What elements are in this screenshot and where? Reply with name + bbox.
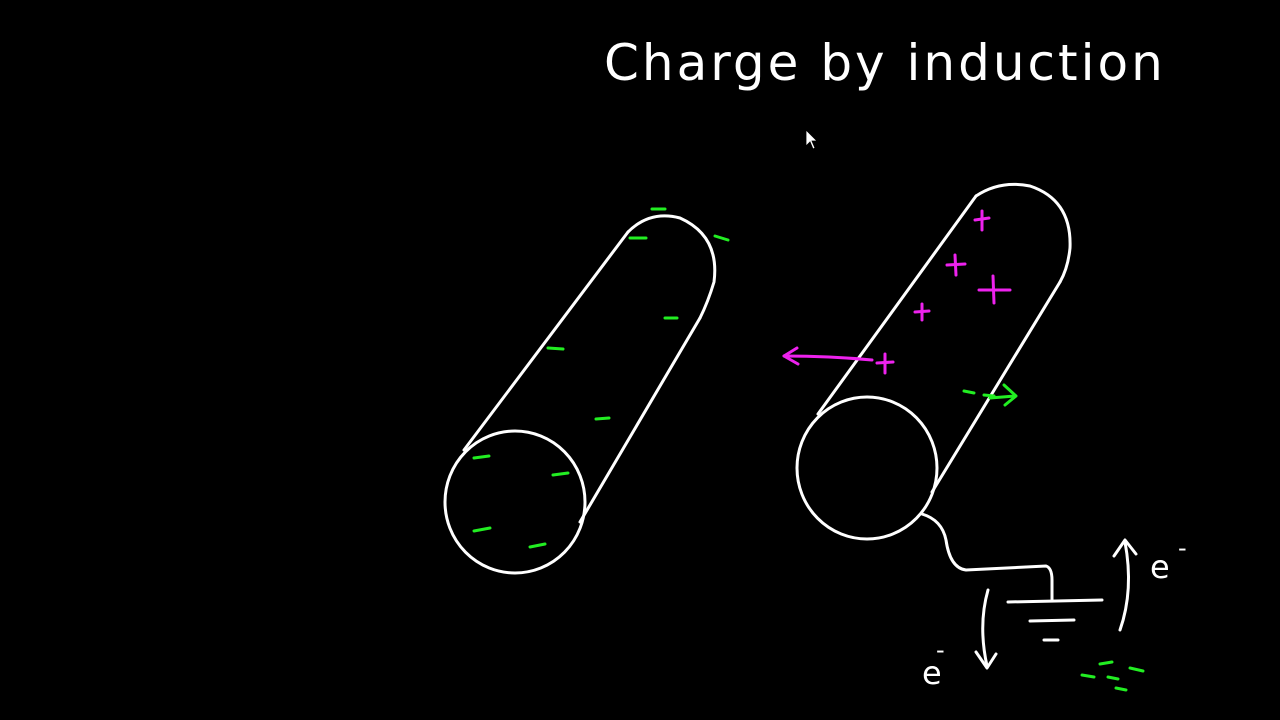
negative-shift-arrow bbox=[962, 383, 1018, 407]
ground-wire bbox=[920, 512, 1054, 602]
negative-charge bbox=[472, 526, 492, 533]
ground-symbol-icon bbox=[1006, 598, 1104, 642]
diagram-title: Charge by induction bbox=[604, 34, 1166, 92]
left-rod-end-face bbox=[443, 429, 587, 575]
negative-charge bbox=[713, 234, 730, 242]
arrow-shaft bbox=[1118, 540, 1131, 632]
right-rod-top-cap bbox=[974, 182, 1072, 284]
positive-charge bbox=[875, 352, 895, 375]
positive-charge bbox=[913, 302, 931, 322]
electron-down-superscript: - bbox=[936, 636, 945, 664]
arrow-head-icon bbox=[974, 650, 998, 670]
arrow-head-icon bbox=[782, 346, 800, 366]
negative-charge bbox=[594, 416, 611, 421]
negative-charge bbox=[982, 393, 996, 398]
left-rod-negative-charges bbox=[472, 207, 730, 549]
negative-charge bbox=[962, 389, 976, 395]
ground-line-middle bbox=[1028, 618, 1076, 623]
negative-charge bbox=[1114, 686, 1128, 692]
negative-charge bbox=[1080, 673, 1096, 679]
positive-charge bbox=[977, 274, 1012, 305]
electron-up-label: e bbox=[1150, 548, 1170, 586]
mouse-pointer-icon bbox=[805, 129, 818, 150]
electron-down-arrow bbox=[974, 588, 998, 670]
ground-line-top bbox=[1006, 598, 1104, 604]
negative-charge bbox=[472, 454, 491, 460]
electron-down-label: e bbox=[922, 654, 942, 692]
left-rod-outline-left bbox=[462, 230, 630, 452]
ground-electrons bbox=[1080, 660, 1145, 692]
right-rod-end-face bbox=[795, 395, 939, 541]
negative-charge bbox=[1128, 666, 1145, 673]
left-rod-top-cap bbox=[626, 214, 717, 320]
negative-charge bbox=[546, 346, 565, 351]
negative-charge bbox=[1106, 675, 1120, 681]
right-rod-outline-right bbox=[930, 280, 1062, 494]
negative-charge bbox=[528, 542, 547, 549]
arrow-shaft bbox=[981, 588, 990, 668]
electron-up-superscript: - bbox=[1178, 534, 1187, 562]
negative-charge bbox=[551, 471, 570, 477]
right-rod bbox=[795, 182, 1072, 541]
positive-charge bbox=[973, 209, 991, 232]
right-rod-positive-charges bbox=[875, 209, 1012, 375]
arrow-head-icon bbox=[1112, 538, 1138, 558]
arrow-shaft bbox=[988, 394, 1017, 400]
arrow-shaft bbox=[782, 354, 874, 362]
electron-up-arrow bbox=[1112, 538, 1138, 632]
positive-charge bbox=[945, 253, 967, 277]
arrow-head-icon bbox=[1002, 383, 1018, 407]
negative-charge bbox=[1098, 660, 1114, 666]
right-rod-outline-left bbox=[816, 194, 978, 416]
positive-shift-arrow bbox=[782, 346, 874, 366]
left-rod-outline-right bbox=[578, 316, 702, 524]
left-rod bbox=[443, 214, 717, 575]
